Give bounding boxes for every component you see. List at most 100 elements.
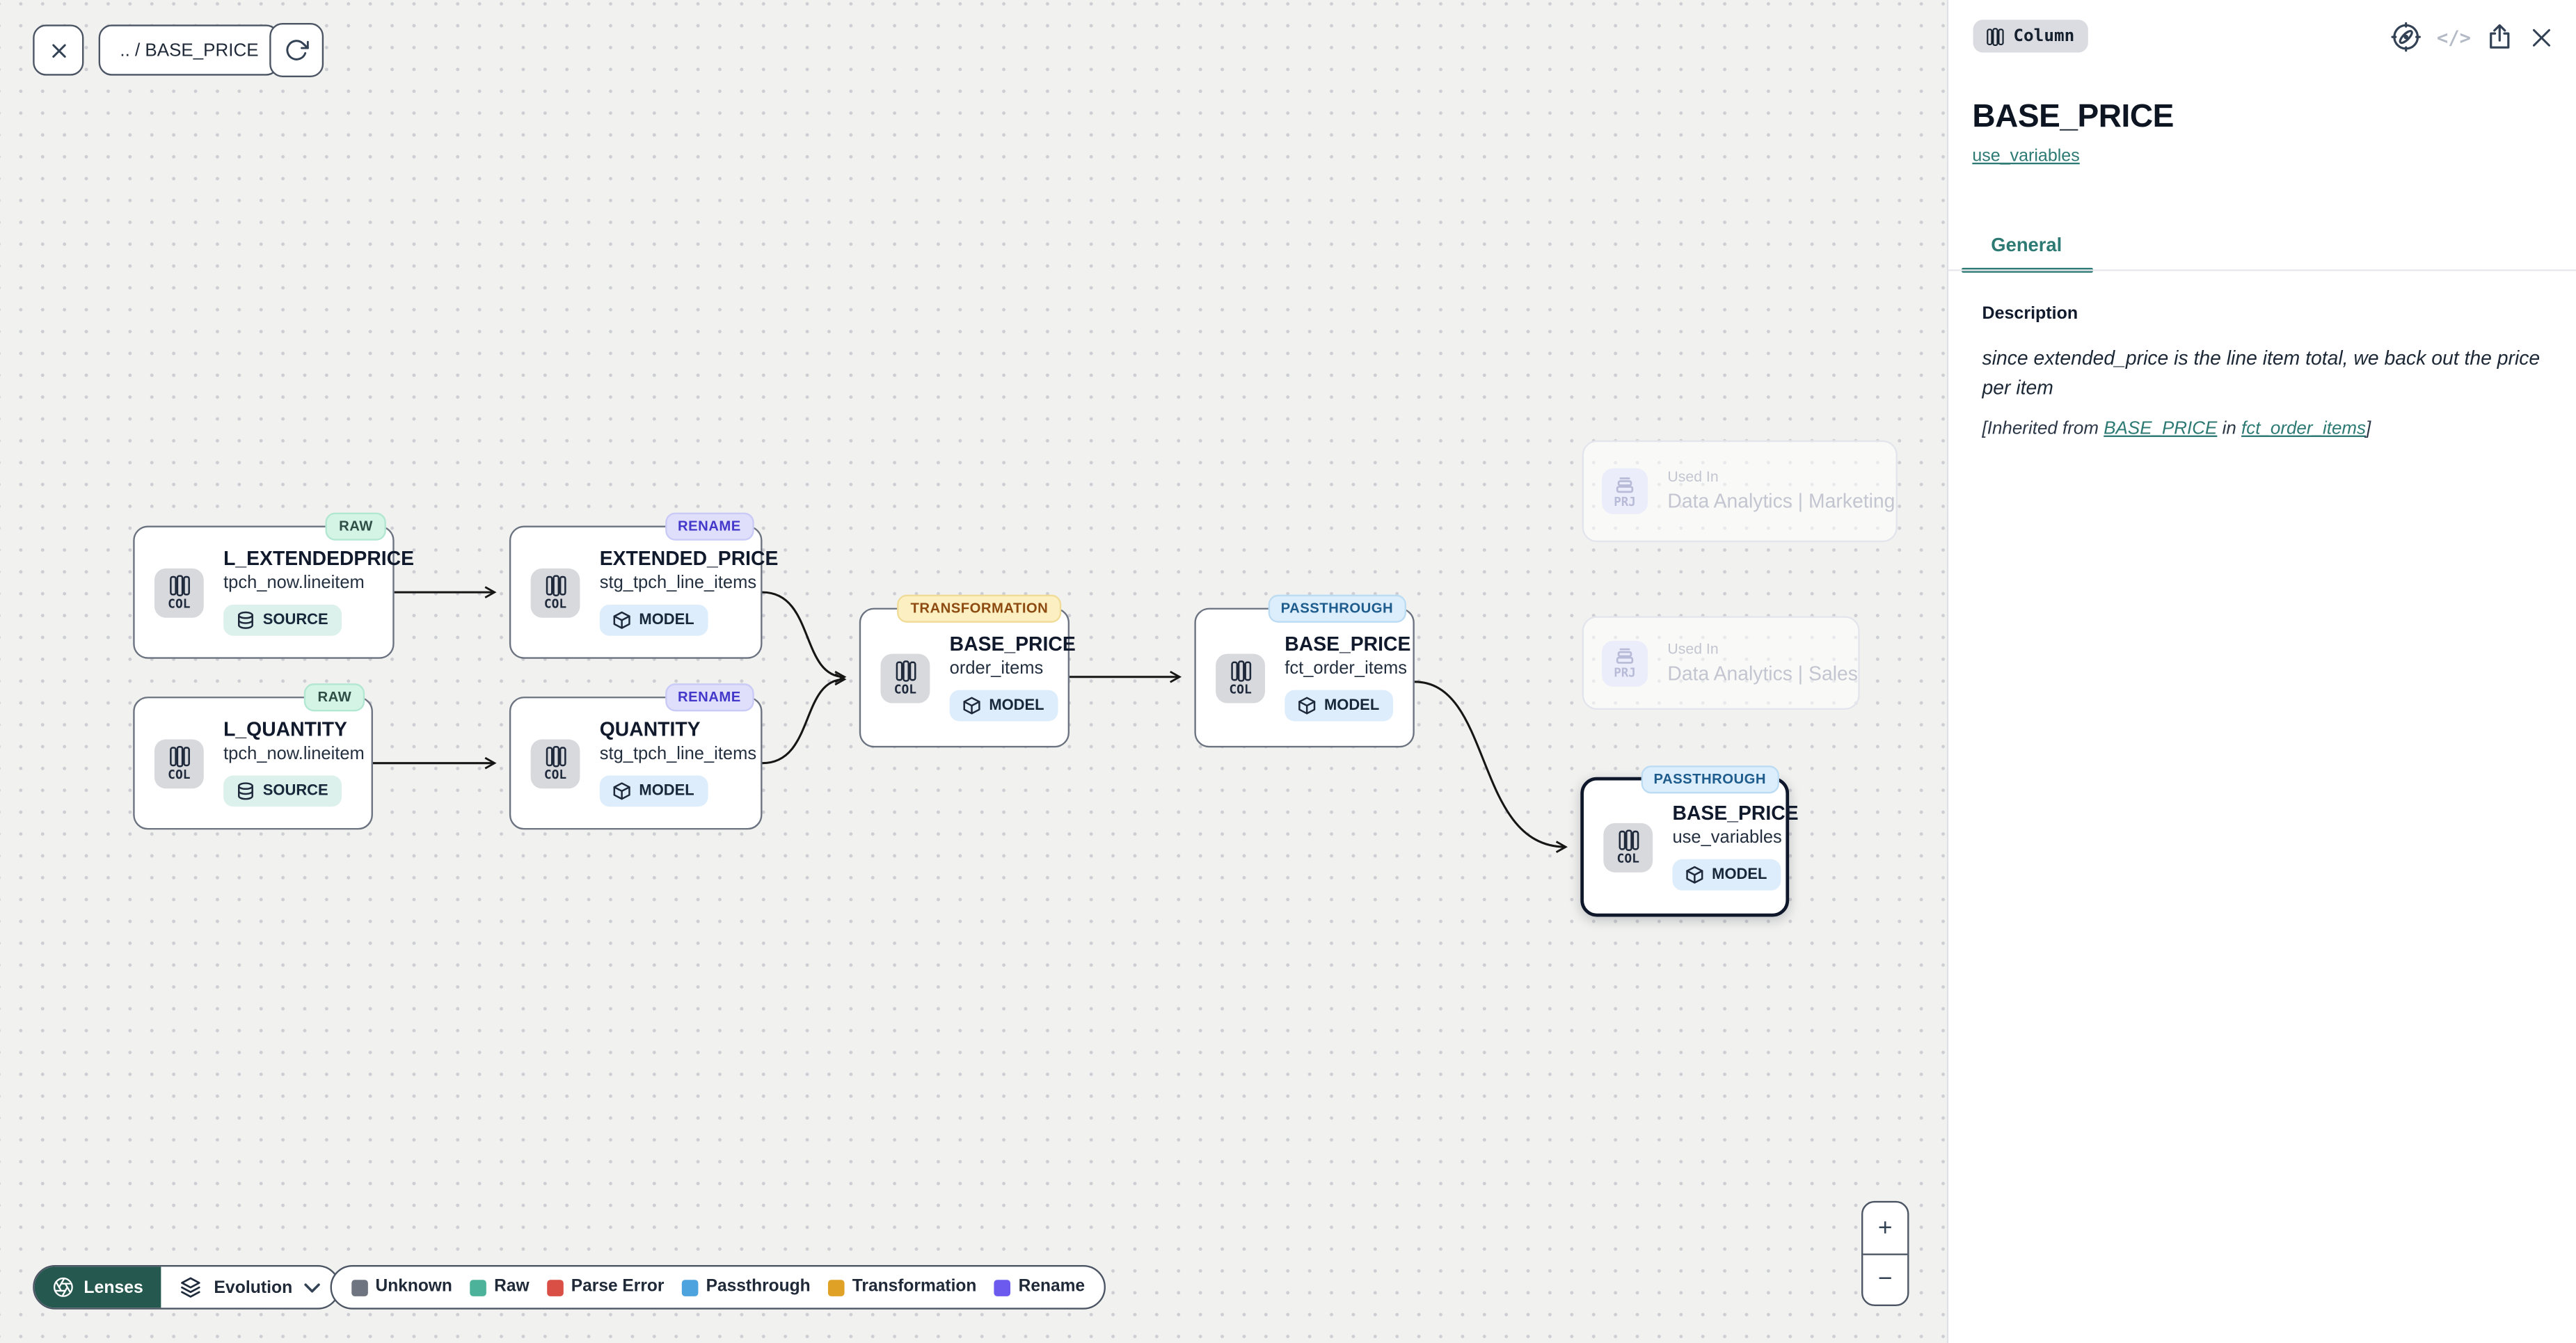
- evolution-badge: PASSTHROUGH: [1267, 594, 1407, 623]
- project-name: Data Analytics | Sales: [1667, 661, 1858, 685]
- tabs-divider: [1947, 269, 2576, 271]
- view-code-button[interactable]: </>: [2436, 25, 2471, 49]
- project-kind-icon: PRJ: [1601, 468, 1648, 514]
- lineage-node-l-quantity[interactable]: RAW COL L_QUANTITY tpch_now.lineitem: [133, 682, 373, 830]
- model-type-badge: MODEL: [949, 690, 1058, 722]
- project-kind-icon: PRJ: [1601, 639, 1648, 686]
- column-kind-icon: COL: [1603, 822, 1653, 872]
- details-panel: Column </>: [1946, 0, 2576, 1343]
- used-in-card-marketing[interactable]: PRJ Used In Data Analytics | Marketing: [1582, 440, 1898, 543]
- columns-icon: [1986, 27, 2003, 45]
- evolution-badge: RENAME: [665, 682, 754, 712]
- used-in-label: Used In: [1667, 640, 1719, 658]
- source-type-badge: SOURCE: [223, 605, 342, 637]
- node-subtitle: use_variables: [1672, 829, 1782, 849]
- lenses-button[interactable]: Lenses: [34, 1266, 161, 1308]
- database-icon: [237, 783, 253, 801]
- columns-icon: [545, 574, 566, 596]
- columns-icon: [168, 745, 189, 767]
- zoom-in-button[interactable]: +: [1863, 1202, 1908, 1255]
- project-icon: [1616, 649, 1634, 665]
- share-icon: [2490, 24, 2510, 49]
- legend-swatch-parse-error: [547, 1279, 564, 1296]
- description-label: Description: [1982, 303, 2078, 324]
- used-in-label: Used In: [1667, 468, 1719, 486]
- cube-icon: [613, 612, 630, 630]
- database-icon: [237, 612, 253, 630]
- close-lineage-button[interactable]: [33, 24, 84, 76]
- model-type-badge: MODEL: [599, 605, 708, 637]
- panel-title: BASE_PRICE: [1972, 98, 2174, 135]
- column-kind-icon: COL: [154, 738, 204, 788]
- description-text: since extended_price is the line item to…: [1982, 347, 2541, 399]
- lineage-node-base-price-use-variables[interactable]: PASSTHROUGH COL BASE_PRICE use_variables: [1580, 765, 1799, 917]
- lens-select-evolution[interactable]: Evolution: [161, 1266, 339, 1308]
- legend-item: Rename: [994, 1278, 1085, 1296]
- legend-swatch-unknown: [351, 1279, 368, 1296]
- node-title: L_EXTENDEDPRICE: [223, 546, 415, 570]
- entity-type-badge: Column: [1972, 19, 2088, 53]
- zoom-controls: + −: [1861, 1200, 1909, 1306]
- legend-swatch-passthrough: [682, 1279, 699, 1296]
- legend-item: Passthrough: [682, 1278, 811, 1296]
- evolution-badge: PASSTHROUGH: [1640, 765, 1779, 794]
- columns-icon: [168, 574, 189, 596]
- node-subtitle: tpch_now.lineitem: [223, 574, 365, 594]
- legend-swatch-transformation: [828, 1279, 845, 1296]
- node-subtitle: stg_tpch_line_items: [599, 745, 757, 765]
- general-tab-content: Description since extended_price is the …: [1982, 304, 2550, 438]
- lineage-node-base-price-order-items[interactable]: TRANSFORMATION COL BASE_PRICE order_item…: [859, 594, 1076, 748]
- lineage-node-l-extendedprice[interactable]: RAW COL L_EXTENDEDPRICE tpch_now.lineite…: [133, 511, 414, 659]
- close-panel-button[interactable]: [2529, 24, 2555, 50]
- node-title: QUANTITY: [599, 717, 701, 740]
- used-in-card-sales[interactable]: PRJ Used In Data Analytics | Sales: [1582, 616, 1860, 710]
- compass-icon: [2391, 22, 2422, 52]
- evolution-legend: Unknown Raw Parse Error Passthrough Tran…: [330, 1264, 1106, 1310]
- column-kind-icon: COL: [880, 653, 930, 703]
- panel-actions: </>: [2391, 22, 2555, 53]
- layers-icon: [181, 1276, 201, 1297]
- model-type-badge: MODEL: [1672, 859, 1781, 891]
- panel-tabs: General: [1960, 220, 2092, 272]
- refresh-icon: [286, 40, 309, 61]
- evolution-badge: RENAME: [665, 511, 754, 541]
- columns-icon: [545, 745, 566, 767]
- cube-icon: [613, 783, 630, 801]
- close-icon: [2532, 28, 2550, 46]
- node-title: BASE_PRICE: [1672, 801, 1799, 825]
- project-icon: [1616, 477, 1634, 493]
- chevron-down-icon: [304, 1282, 320, 1292]
- inherited-model-link[interactable]: fct_order_items: [2241, 418, 2367, 438]
- column-kind-icon: COL: [530, 738, 580, 788]
- tab-general[interactable]: General: [1960, 220, 2092, 272]
- refresh-button[interactable]: [269, 23, 324, 77]
- breadcrumb[interactable]: .. / BASE_PRICE: [98, 24, 280, 76]
- source-type-badge: SOURCE: [223, 776, 342, 808]
- node-subtitle: order_items: [949, 659, 1044, 680]
- lineage-node-base-price-fct-order-items[interactable]: PASSTHROUGH COL BASE_PRICE fct_order_ite…: [1194, 594, 1415, 748]
- legend-item: Unknown: [351, 1278, 452, 1296]
- lineage-node-quantity[interactable]: RENAME COL QUANTITY stg_tpch_line_items: [509, 682, 763, 830]
- legend-swatch-raw: [470, 1279, 487, 1296]
- model-type-badge: MODEL: [1285, 690, 1393, 722]
- lineage-canvas[interactable]: PRJ Used In Data Analytics | Marketing P…: [0, 0, 1946, 1343]
- columns-icon: [1618, 829, 1639, 851]
- lineage-node-extended-price[interactable]: RENAME COL EXTENDED_PRICE stg_tpch_line_…: [509, 511, 778, 659]
- columns-icon: [1230, 660, 1250, 682]
- evolution-badge: RAW: [326, 511, 386, 541]
- columns-icon: [895, 660, 916, 682]
- share-button[interactable]: [2486, 23, 2513, 51]
- explore-lineage-button[interactable]: [2391, 22, 2422, 53]
- inherited-column-link[interactable]: BASE_PRICE: [2104, 418, 2218, 438]
- aperture-icon: [53, 1277, 73, 1297]
- lens-switcher: Lenses Evolution: [33, 1264, 340, 1310]
- legend-swatch-rename: [994, 1279, 1011, 1296]
- column-kind-icon: COL: [154, 567, 204, 617]
- model-link[interactable]: use_variables: [1972, 146, 2080, 166]
- evolution-badge: TRANSFORMATION: [897, 594, 1062, 623]
- inherited-note: [Inherited from BASE_PRICE in fct_order_…: [1982, 418, 2371, 438]
- model-type-badge: MODEL: [599, 776, 708, 808]
- node-title: BASE_PRICE: [949, 632, 1076, 655]
- zoom-out-button[interactable]: −: [1877, 1265, 1893, 1294]
